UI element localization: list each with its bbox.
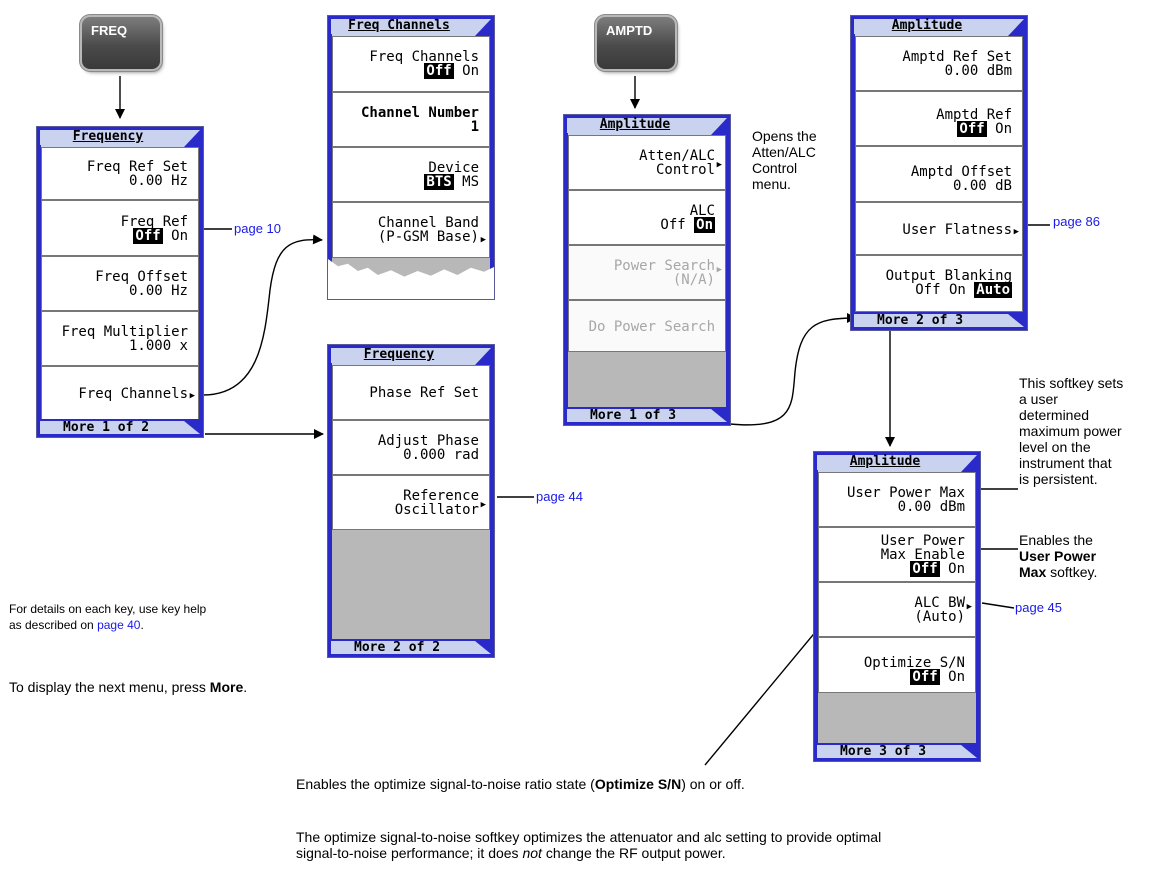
submenu-arrow-icon: ▶ xyxy=(966,602,972,612)
optimize-sn-description: The optimize signal-to-noise softkey opt… xyxy=(296,829,882,861)
menu-title: Amplitude xyxy=(851,16,1027,36)
more-softkey[interactable]: More 1 of 2 xyxy=(37,419,203,437)
ref-osc-page-link[interactable]: page 44 xyxy=(536,489,583,504)
menu-title: Amplitude xyxy=(564,115,730,135)
key-help-page-link[interactable]: page 40 xyxy=(97,618,141,632)
amptd-hardkey[interactable]: AMPTD xyxy=(597,17,675,69)
freq-channels-link-curve xyxy=(202,234,323,396)
freq-hardkey-label: FREQ xyxy=(91,23,128,38)
alc-bw-page-link[interactable]: page 45 xyxy=(1015,600,1062,615)
alc-key[interactable]: ALC Off On xyxy=(568,190,726,245)
more-softkey[interactable]: More 3 of 3 xyxy=(814,743,980,761)
more-softkey[interactable]: More 2 of 3 xyxy=(851,312,1027,330)
key-help-note: For details on each key, use key help as… xyxy=(9,602,207,632)
phase-ref-set-key[interactable]: Phase Ref Set xyxy=(332,365,490,420)
user-flatness-key[interactable]: User Flatness▶ xyxy=(855,202,1023,255)
more-note: To display the next menu, press More. xyxy=(9,679,248,695)
alc-bw-key[interactable]: ALC BW(Auto) ▶ xyxy=(818,582,976,637)
device-key[interactable]: Device BTS MS xyxy=(332,147,490,202)
channel-band-key[interactable]: Channel Band(P-GSM Base) ▶ xyxy=(332,202,490,258)
optimize-sn-note: Enables the optimize signal-to-noise rat… xyxy=(296,776,745,792)
submenu-arrow-icon: ▶ xyxy=(189,391,195,401)
menu-title: Frequency xyxy=(37,127,203,147)
user-flatness-page-link[interactable]: page 86 xyxy=(1053,214,1100,229)
freq-ref-key[interactable]: Freq Ref Off On xyxy=(41,200,199,256)
menu-title: Frequency xyxy=(328,345,494,365)
amptd-ref-key[interactable]: Amptd Ref Off On xyxy=(855,91,1023,146)
alc-bw-link-line xyxy=(981,602,1015,609)
submenu-arrow-icon: ▶ xyxy=(480,500,486,510)
output-blanking-key[interactable]: Output Blanking Off On Auto xyxy=(855,255,1023,312)
submenu-arrow-icon: ▶ xyxy=(480,235,486,245)
power-search-key[interactable]: Power Search(N/A) ▶ xyxy=(568,245,726,300)
amptd-more-link-curve xyxy=(729,313,857,426)
optimize-sn-key[interactable]: Optimize S/N Off On xyxy=(818,637,976,693)
user-power-max-enable-callout: Enables the User Power Max softkey. xyxy=(1019,532,1098,580)
menu-title: Amplitude xyxy=(814,452,980,472)
optimize-callout-line xyxy=(704,611,833,766)
menu-title: Freq Channels xyxy=(328,16,494,36)
do-power-search-key[interactable]: Do Power Search xyxy=(568,300,726,352)
submenu-arrow-icon: ▶ xyxy=(1013,227,1019,237)
more-softkey[interactable]: More 1 of 3 xyxy=(564,407,730,425)
freq-hardkey[interactable]: FREQ xyxy=(82,17,160,69)
freq-ref-page-link[interactable]: page 10 xyxy=(234,221,281,236)
submenu-arrow-icon: ▶ xyxy=(716,265,722,275)
more-softkey[interactable]: More 2 of 2 xyxy=(328,639,494,657)
freq-channels-key[interactable]: Freq Channels▶ xyxy=(41,366,199,421)
freq-channels-menu: Freq Channels Freq Channels Off On Chann… xyxy=(327,15,495,300)
freq-channels-toggle-key[interactable]: Freq Channels Off On xyxy=(332,36,490,92)
submenu-arrow-icon: ▶ xyxy=(716,160,722,170)
amptd-hardkey-label: AMPTD xyxy=(606,23,653,38)
